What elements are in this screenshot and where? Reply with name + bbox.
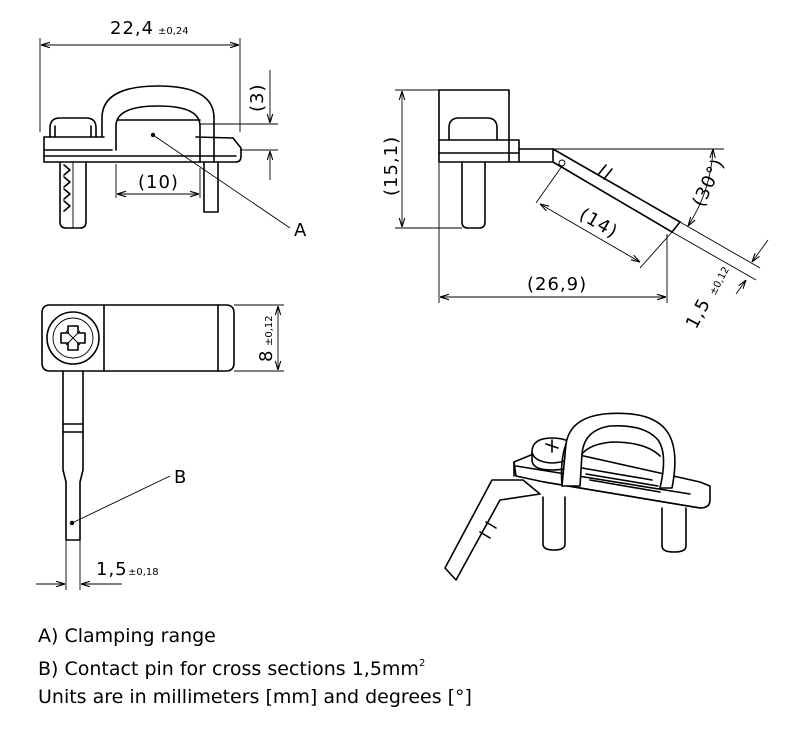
dim-body-width-value: 8 xyxy=(256,350,277,362)
front-screw-head xyxy=(49,117,97,138)
side-view: (15,1) (14) (26,9) (30°) 1,5 ±0,12 xyxy=(381,89,769,333)
note-units: Units are in millimeters [mm] and degree… xyxy=(38,686,472,708)
label-b: B xyxy=(174,467,186,488)
iso-clamp-arch xyxy=(561,412,676,489)
dim-angle: (30°) xyxy=(688,155,729,210)
dim-width-tol: ±0,24 xyxy=(158,26,189,37)
note-b-sup: 2 xyxy=(418,658,426,669)
side-clamp-block xyxy=(438,89,510,163)
dim-pin-width-value: 1,5 xyxy=(96,559,128,580)
top-body xyxy=(41,304,235,372)
dim-total-len: (26,9) xyxy=(527,274,587,295)
iso-pin xyxy=(444,479,541,581)
front-clamp-inner xyxy=(115,105,201,163)
dim-width-value: 22,4 xyxy=(110,18,154,39)
note-a: A) Clamping range xyxy=(38,625,216,647)
front-leg xyxy=(203,161,219,213)
iso-leg-left xyxy=(542,496,566,551)
iso-leg-right xyxy=(661,507,687,553)
note-b: B) Contact pin for cross sections 1,5mm2 xyxy=(38,650,472,683)
isometric-view xyxy=(444,412,711,581)
top-screw-head xyxy=(46,311,100,365)
dim-pin-thickness-value: 1,5 xyxy=(682,295,715,333)
front-view: 22,4 ±0,24 (3) (10) A xyxy=(39,18,307,241)
dim-body-width-tol: ±0,12 xyxy=(264,315,275,346)
front-clamp-outer xyxy=(101,85,215,163)
dim-height-clip: (3) xyxy=(247,84,268,113)
notes: A) Clamping range B) Contact pin for cro… xyxy=(38,622,472,711)
note-b-text: B) Contact pin for cross sections 1,5mm xyxy=(38,658,419,680)
dim-pin-thickness-tol: ±0,12 xyxy=(708,265,732,297)
side-screw-shaft xyxy=(461,161,486,229)
label-a: A xyxy=(294,220,307,241)
top-view: 8 ±0,12 B 1,5 ±0,18 xyxy=(36,304,284,590)
side-screw-head xyxy=(448,117,498,141)
top-pin xyxy=(62,370,84,541)
dim-pin-width-tol: ±0,18 xyxy=(128,567,159,578)
dim-clamp-width: (10) xyxy=(138,172,179,193)
dim-total-height: (15,1) xyxy=(381,136,402,196)
dim-pin-bend-len: (14) xyxy=(576,204,622,243)
front-base-plate xyxy=(43,136,242,163)
